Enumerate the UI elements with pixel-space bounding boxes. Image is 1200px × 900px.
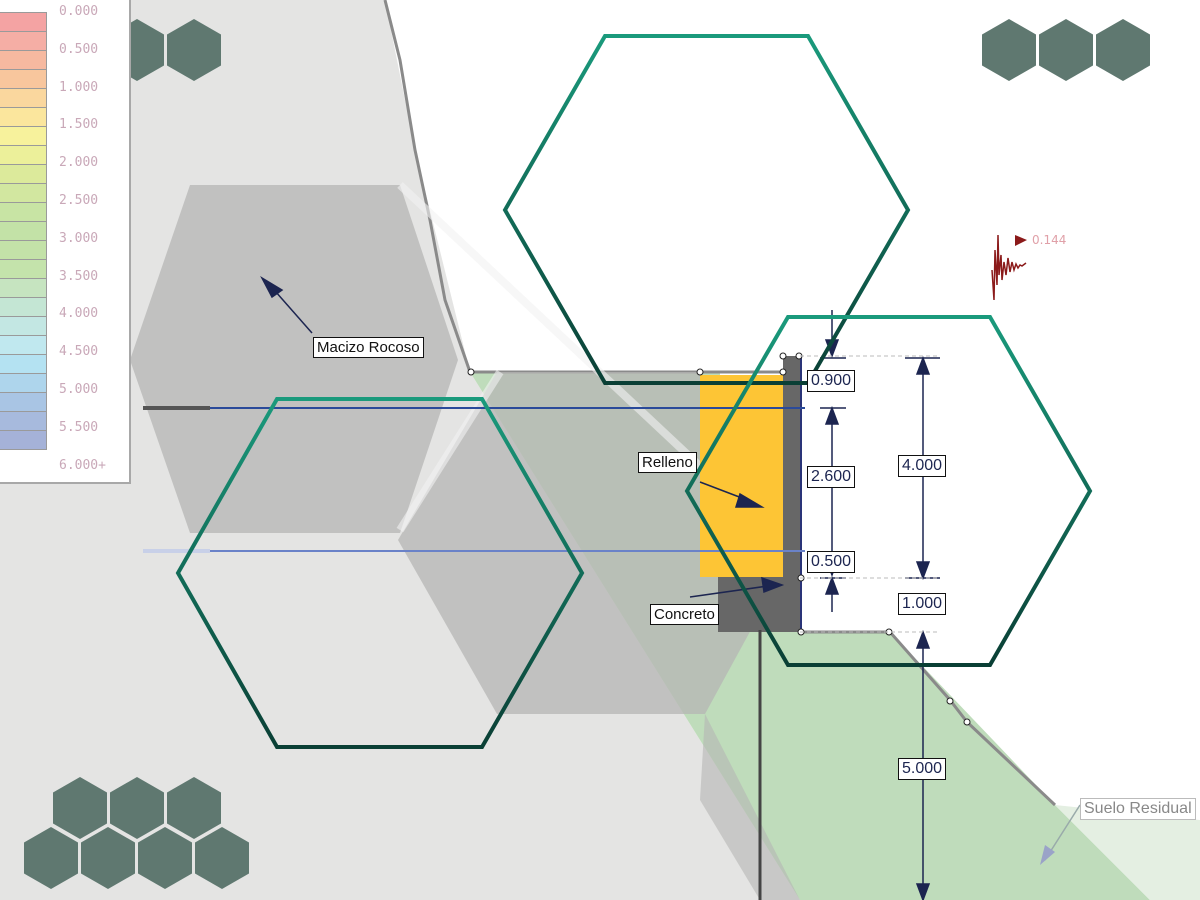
- legend-swatches: [0, 12, 47, 450]
- small-hexagon: [1039, 19, 1093, 81]
- small-hexagon: [167, 777, 221, 839]
- dimension-label: 2.600: [807, 466, 856, 488]
- legend-swatch: [0, 108, 46, 127]
- small-hexagon: [167, 19, 221, 81]
- seismic-coefficient: 0.144: [1032, 233, 1067, 247]
- legend-label: 2.000: [59, 155, 99, 171]
- label-concreto[interactable]: Concreto: [650, 604, 719, 625]
- small-hexagon: [138, 827, 192, 889]
- gray-hexagon: [398, 372, 800, 714]
- legend-swatch: [0, 146, 46, 165]
- dimension-label: 4.000: [898, 455, 947, 477]
- legend-label: 4.000: [59, 306, 99, 322]
- legend-label: 5.500: [59, 419, 99, 435]
- legend-label: 3.000: [59, 230, 99, 246]
- legend-swatch: [0, 374, 46, 393]
- legend-label: 5.000: [59, 382, 99, 397]
- dimension-label: 1.000: [898, 593, 947, 615]
- legend-swatch: [0, 431, 46, 449]
- legend-swatch: [0, 127, 46, 146]
- residual-soil-pale-region: [1055, 805, 1200, 900]
- legend-swatch: [0, 336, 46, 355]
- outline-hexagons: [175, 34, 1093, 749]
- legend-label: 3.500: [59, 268, 99, 284]
- legend-swatch: [0, 393, 46, 412]
- legend-swatch: [0, 89, 46, 108]
- small-hexagon: [1096, 19, 1150, 81]
- small-hexagon: [53, 777, 107, 839]
- label-macizo-rocoso[interactable]: Macizo Rocoso: [313, 337, 424, 358]
- legend-swatch: [0, 165, 46, 184]
- vertex-handles[interactable]: [467, 352, 971, 726]
- small-hexagon: [24, 827, 78, 889]
- legend-swatch: [0, 412, 46, 431]
- small-hexagon: [195, 827, 249, 889]
- legend-swatch: [0, 355, 46, 374]
- label-leaders: [260, 275, 1081, 865]
- legend-swatch: [0, 241, 46, 260]
- legend-label: 6.000+: [59, 457, 106, 473]
- gray-hexagon: [130, 185, 458, 533]
- small-hexagon: [982, 19, 1036, 81]
- dimension-label: 5.000: [898, 758, 947, 780]
- gray-hexagon: [700, 714, 800, 900]
- legend-swatch: [0, 222, 46, 241]
- small-hexagon: [81, 827, 135, 889]
- legend-swatch: [0, 203, 46, 222]
- label-suelo-residual[interactable]: Suelo Residual: [1080, 798, 1196, 820]
- legend-label: 2.500: [59, 193, 99, 208]
- legend-swatch: [0, 317, 46, 336]
- dimension-label: 0.500: [807, 551, 856, 573]
- legend-swatch: [0, 279, 46, 298]
- fill-region[interactable]: [700, 375, 783, 577]
- legend-swatch: [0, 184, 46, 203]
- seismic-arrow-icon: [1015, 235, 1027, 246]
- legend-label: 0.000: [59, 4, 99, 19]
- factor-legend: 0.000 0.500 1.000 1.500 2.000 2.500 3.000 3.500…: [0, 0, 131, 484]
- dimension-guides: [800, 355, 940, 633]
- label-relleno[interactable]: Relleno: [638, 452, 697, 473]
- legend-label: 4.500: [59, 344, 99, 360]
- legend-label: 0.500: [59, 41, 99, 57]
- concrete-wall[interactable]: [783, 356, 800, 632]
- slope-surface-line: [383, 0, 472, 373]
- legend-label: 1.500: [59, 117, 99, 133]
- small-hexagon: [110, 777, 164, 839]
- legend-swatch: [0, 260, 46, 279]
- legend-label: 1.000: [59, 79, 99, 95]
- dimension-label: 0.900: [807, 370, 856, 392]
- seismic-signal: [991, 234, 1027, 301]
- legend-swatch: [0, 51, 46, 70]
- legend-swatch: [0, 13, 46, 32]
- legend-swatch: [0, 32, 46, 51]
- legend-swatch: [0, 298, 46, 317]
- legend-swatch: [0, 70, 46, 89]
